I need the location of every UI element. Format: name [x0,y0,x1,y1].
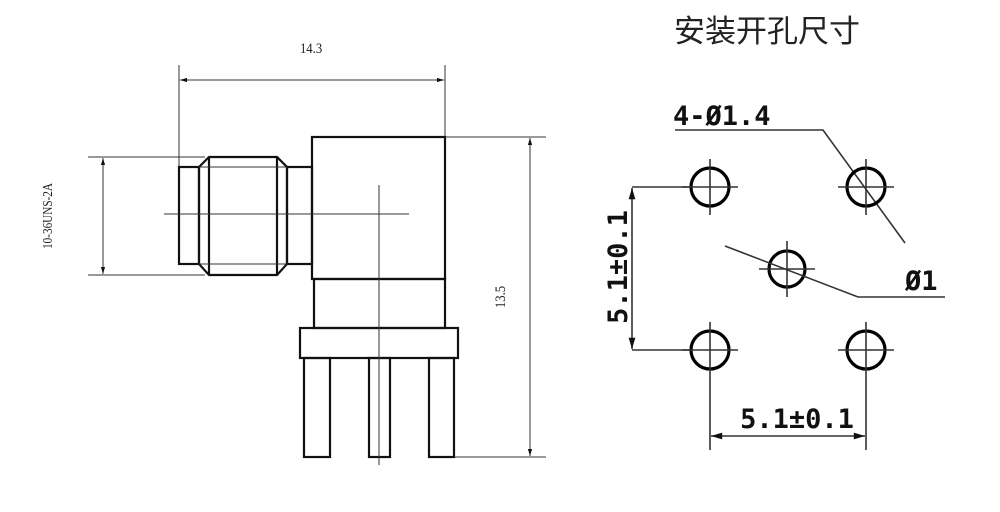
connector-stub [285,165,314,266]
vertical-spacing-label: 5.1±0.1 [603,210,634,324]
connector-side-view: 14.3 10-36UNS-2A 13.5 [40,41,546,465]
mounting-hole [838,159,894,215]
center-hole-label: Ø1 [904,266,938,297]
thread-spec-label: 10-36UNS-2A [40,182,55,249]
center-hole-leader [724,245,945,298]
hole-spec-leader [675,129,906,244]
mounting-hole [838,322,894,378]
horizontal-spacing-label: 5.1±0.1 [740,404,854,435]
coupling-nut [197,155,289,277]
hole-spec-label: 4-Ø1.4 [673,101,771,132]
pin [427,356,456,459]
mounting-hole [682,322,738,378]
pin [302,356,332,459]
height-dimension-label: 13.5 [493,286,509,308]
mounting-footprint: 安装开孔尺寸 4-Ø1.4 Ø1 5.1±0.1 5.1± [603,14,945,450]
mounting-hole [682,159,738,215]
connector-tip [177,165,201,266]
footprint-title: 安装开孔尺寸 [674,14,860,50]
width-dimension-label: 14.3 [300,41,322,57]
